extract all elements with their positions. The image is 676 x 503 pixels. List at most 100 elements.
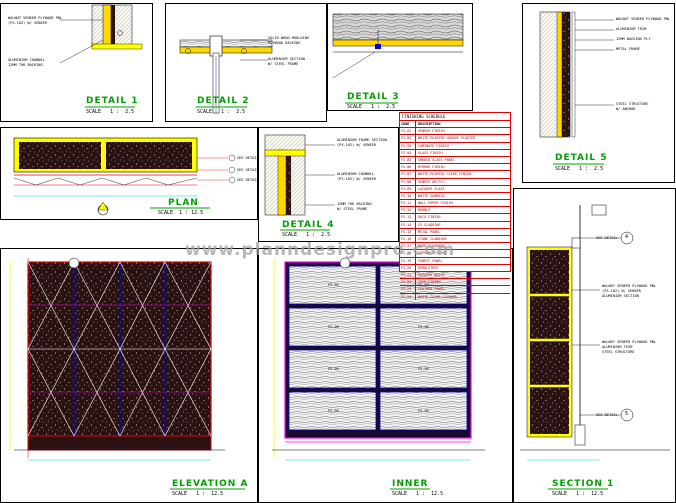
section-note-b: WALNUT VENEER PLYWOOD PNL bbox=[602, 284, 657, 288]
detail-5-note-a: WALNUT VENEER PLYWOOD PNL bbox=[616, 17, 671, 21]
detail-5-note-e: STEEL STRUCTURE bbox=[616, 102, 649, 106]
section-1-drawing bbox=[520, 204, 670, 461]
schedule-code: FS-16 bbox=[400, 236, 416, 243]
elevation-a-drawing bbox=[9, 257, 225, 461]
schedule-code: FS-19 bbox=[400, 257, 416, 264]
schedule-description: SS CLADDING bbox=[418, 222, 441, 227]
schedule-code: FS-21 bbox=[400, 271, 416, 279]
inner-title: INNER bbox=[392, 479, 429, 489]
plan-note-c: SEE DETAIL bbox=[237, 178, 259, 182]
plan-drawing bbox=[13, 137, 236, 216]
detail-2-title: DETAIL 2 bbox=[197, 96, 250, 106]
section-note-c: (PX-102) W/ VENEER bbox=[602, 289, 641, 293]
plan-note-b: SEE DETAIL bbox=[237, 168, 259, 172]
schedule-description: WALL PAPER FINISH bbox=[418, 201, 453, 206]
plan-title: PLAN bbox=[168, 198, 199, 208]
detail-5-note-f: W/ ANCHOR bbox=[616, 107, 636, 111]
detail-4-note-b: (PX-102) W/ VENEER bbox=[337, 143, 376, 147]
schedule-header-desc: DESCRIPTION bbox=[418, 122, 441, 126]
schedule-description: VENEER FINISH bbox=[418, 129, 445, 134]
detail-2-note-d: W/ STEEL FRAME bbox=[268, 62, 299, 66]
detail-2-note-a: SOLID WOOD MOULDING bbox=[268, 36, 310, 40]
schedule-description: DUCO FINISH bbox=[418, 215, 441, 220]
schedule-description: WHITE PAINTED GROOVE PLASTER bbox=[418, 136, 476, 141]
schedule-code: FS-03 bbox=[400, 142, 416, 149]
detail-1-note-a: WALNUT VENEER PLYWOOD PNL bbox=[8, 16, 63, 20]
section-note-e: WALNUT VENEER PLYWOOD PNL bbox=[602, 340, 657, 344]
detail-4-drawing bbox=[264, 134, 335, 216]
section-1-panel bbox=[513, 188, 676, 503]
schedule-code: FS-12 bbox=[400, 207, 416, 214]
schedule-code: FS-05 bbox=[400, 156, 416, 164]
inner-tag: FS-05 bbox=[418, 367, 429, 371]
schedule-header-code: CODE bbox=[400, 121, 416, 128]
schedule-code: FS-06 bbox=[400, 164, 416, 171]
callout-5: 5 bbox=[625, 411, 629, 417]
schedule-code: FS-20 bbox=[400, 264, 416, 271]
schedule-description: EXPOSED BRICK bbox=[418, 272, 445, 277]
detail-4-title: DETAIL 4 bbox=[282, 220, 335, 230]
schedule-description: GLASS FINISH bbox=[418, 150, 443, 155]
schedule-code: FS-07 bbox=[400, 171, 416, 178]
detail-5-note-d: METAL FRAME bbox=[616, 47, 640, 51]
detail-2-scale: SCALE 1 : 2.5 bbox=[197, 109, 246, 115]
schedule-code: FS-24 bbox=[400, 293, 416, 300]
schedule-description: LAMINATE FINISH bbox=[418, 143, 449, 148]
inner-tag: FS-05 bbox=[328, 409, 339, 413]
detail-1-scale: SCALE 1 : 2.5 bbox=[86, 109, 135, 115]
detail-5-note-c: 12MM BACKING PLY bbox=[616, 37, 651, 41]
schedule-code: FS-13 bbox=[400, 214, 416, 221]
elevation-a-title: ELEVATION A bbox=[172, 479, 249, 489]
detail-4-note-f: W/ STEEL FRAME bbox=[337, 207, 368, 211]
detail-2-panel bbox=[165, 3, 327, 122]
finishing-schedule-table: FINISHING SCHEDULE CODE DESCRIPTION FS-0… bbox=[399, 112, 511, 300]
detail-4-note-c: ALUMINIUM CHANNEL bbox=[337, 172, 374, 176]
detail-3-title: DETAIL 3 bbox=[347, 92, 400, 102]
schedule-description: LACQUER GLASS bbox=[418, 186, 445, 191]
schedule-code: FS-09 bbox=[400, 185, 416, 192]
schedule-code: FS-08 bbox=[400, 178, 416, 185]
schedule-description: UPHOLSTERY bbox=[418, 265, 439, 270]
schedule-code: FS-23 bbox=[400, 286, 416, 293]
inner-tag: FS-05 bbox=[418, 409, 429, 413]
schedule-code: FS-14 bbox=[400, 221, 416, 228]
schedule-description: GYPSUM CEILING bbox=[418, 251, 447, 256]
schedule-description: STONE CLADDING bbox=[418, 237, 447, 241]
schedule-code: FS-17 bbox=[400, 243, 416, 250]
watermark-text: www.planndesignpro.com bbox=[185, 240, 456, 260]
schedule-description: WHITE CLEAR LACQUER bbox=[418, 294, 457, 299]
detail-1-note-d: 12MM THK BACKING bbox=[8, 63, 43, 67]
schedule-code: FS-11 bbox=[400, 200, 416, 207]
schedule-description: WHITE SUNMICA bbox=[418, 193, 445, 198]
detail-2-drawing bbox=[179, 35, 273, 114]
section-1-title: SECTION 1 bbox=[552, 479, 615, 489]
inner-tag: FS-05 bbox=[418, 283, 429, 287]
schedule-title: FINISHING SCHEDULE bbox=[402, 114, 446, 119]
detail-3-drawing bbox=[332, 13, 464, 79]
schedule-header-row: CODE DESCRIPTION bbox=[400, 120, 510, 128]
schedule-description: MARBLE bbox=[418, 208, 431, 213]
detail-4-scale: SCALE 1 : 2.5 bbox=[282, 232, 331, 238]
schedule-code: FS-15 bbox=[400, 228, 416, 235]
schedule-code: FS-01 bbox=[400, 128, 416, 135]
schedule-code: FS-02 bbox=[400, 135, 416, 142]
schedule-code: FS-22 bbox=[400, 279, 416, 286]
section-note-g: ALUMINIUM TRIM bbox=[602, 345, 633, 349]
